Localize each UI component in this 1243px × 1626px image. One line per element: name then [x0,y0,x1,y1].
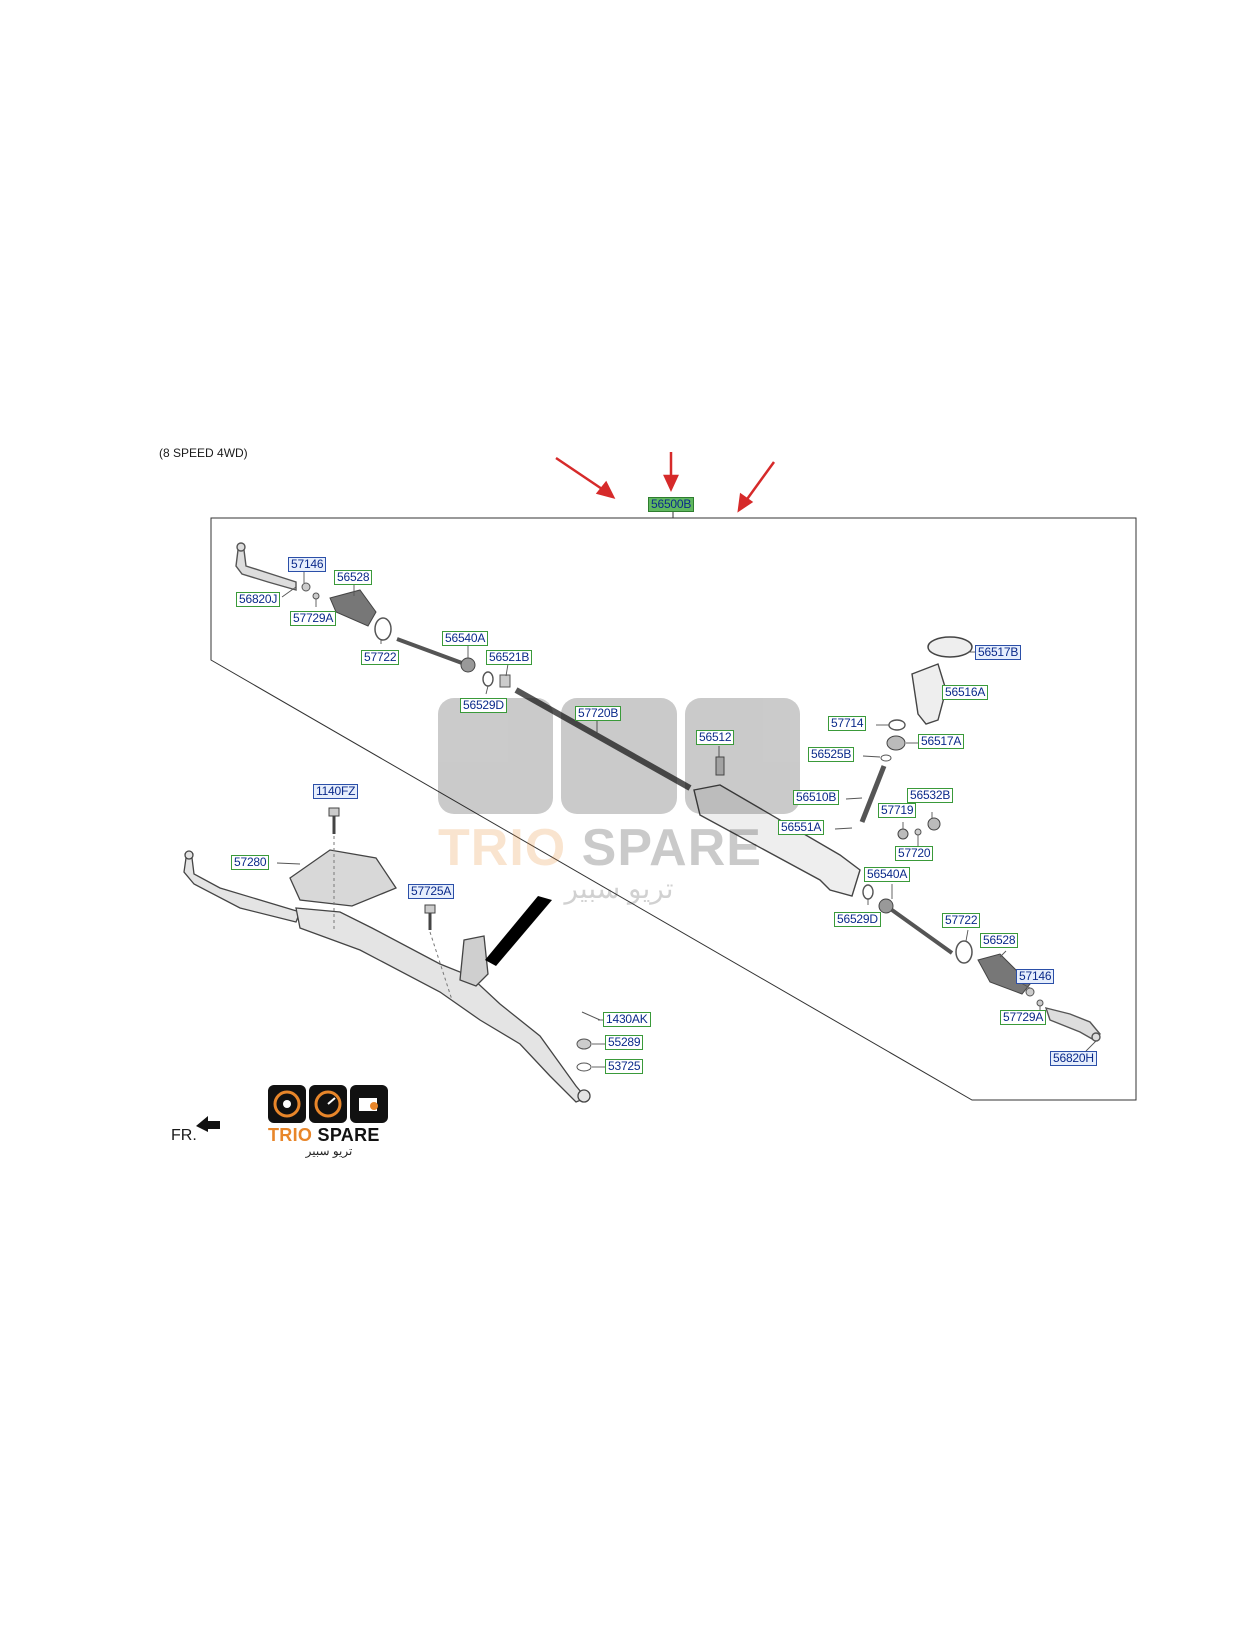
cover-part-56517b [927,636,973,658]
logo-brand-b: SPARE [317,1125,380,1145]
left-tie-rod-end-part [235,542,297,591]
bolt-part-56512 [715,756,725,776]
bearing-part-56517a [886,735,906,751]
part-label-57280[interactable]: 57280 [231,855,270,870]
part-label-56540a-right[interactable]: 56540A [864,867,911,882]
right-inner-rod-part [890,908,954,955]
clamp-part [374,617,392,641]
front-arrow-icon [196,1116,220,1132]
nut-part [301,582,311,592]
diagram-caption: (8 SPEED 4WD) [159,446,248,460]
part-label-56528-left[interactable]: 56528 [334,570,373,585]
callout-pointer [485,896,552,966]
washer-part-57714 [888,719,906,731]
o-ring-part [482,671,494,687]
part-label-57725a[interactable]: 57725A [408,884,455,899]
left-boot-part [329,589,377,627]
part-label-56551a[interactable]: 56551A [778,820,825,835]
gear-housing-part [693,784,861,897]
logo-arabic: تريو سبير [305,1144,353,1158]
logo-brand-a: TRIO [268,1125,313,1145]
assembly-label[interactable]: 56500B [648,497,695,512]
front-direction-label: FR. [171,1127,197,1144]
part-label-56517a[interactable]: 56517A [918,734,965,749]
part-label-1140fz[interactable]: 1140FZ [313,784,359,799]
left-inner-rod-part [396,637,463,665]
part-label-57714[interactable]: 57714 [828,716,867,731]
leader-lines [276,570,1097,1068]
part-label-57729a-right[interactable]: 57729A [1000,1010,1047,1025]
yoke-part-57719 [897,828,909,840]
part-label-56516a[interactable]: 56516A [942,685,989,700]
inner-ball-part [460,657,476,673]
part-label-57146-left[interactable]: 57146 [288,557,327,572]
spring-part-57720 [914,828,922,836]
logo-engine-icon [350,1085,388,1123]
part-label-57146-right[interactable]: 57146 [1016,969,1055,984]
part-label-57720b[interactable]: 57720B [575,706,622,721]
inner-ball-part-right [878,898,894,914]
bolt-57725a [424,904,453,1001]
part-label-57719[interactable]: 57719 [878,803,917,818]
part-label-55289[interactable]: 55289 [605,1035,644,1050]
part-label-56820j[interactable]: 56820J [236,592,281,607]
part-label-56528-right[interactable]: 56528 [980,933,1019,948]
part-label-56529d-right[interactable]: 56529D [834,912,881,927]
part-label-53725[interactable]: 53725 [605,1059,644,1074]
red-arrows [555,452,776,513]
pin-part-right [1036,999,1044,1007]
bolt-1140fz [328,807,340,930]
plug-part-56532b [927,817,941,831]
part-label-56521b[interactable]: 56521B [486,650,533,665]
part-label-56820h[interactable]: 56820H [1050,1051,1097,1066]
ring-part-56525b [880,754,892,762]
right-boot-part [977,953,1031,995]
rack-bar-part [514,687,692,791]
logo-speedometer-icon [309,1085,347,1123]
part-label-56510b[interactable]: 56510B [793,790,840,805]
trio-spare-logo: TRIO SPARE تريو سبير [268,1085,390,1158]
assembly-boundary [210,517,1137,1101]
pinion-part-56510b [859,765,887,823]
right-tie-rod-end-part [1044,1007,1101,1042]
part-label-56517b[interactable]: 56517B [975,645,1022,660]
seal-part-56516a [911,663,947,725]
part-label-56532b[interactable]: 56532B [907,788,954,803]
part-label-56525b[interactable]: 56525B [808,747,855,762]
part-label-57720[interactable]: 57720 [895,846,934,861]
bush-part [499,674,511,688]
pin-part [312,592,320,600]
part-label-56540a-left[interactable]: 56540A [442,631,489,646]
hardware-parts [576,1011,601,1072]
clamp-part-right [955,940,973,964]
part-label-56529d-left[interactable]: 56529D [460,698,507,713]
part-label-56512[interactable]: 56512 [696,730,735,745]
part-label-1430ak[interactable]: 1430AK [603,1012,651,1027]
o-ring-part-right [862,884,874,900]
part-label-57722-left[interactable]: 57722 [361,650,400,665]
nut-part-right [1025,987,1035,997]
part-label-57722-right[interactable]: 57722 [942,913,981,928]
assembled-gear-view [183,849,591,1103]
part-label-57729a-left[interactable]: 57729A [290,611,337,626]
logo-disc-brake-icon [268,1085,306,1123]
